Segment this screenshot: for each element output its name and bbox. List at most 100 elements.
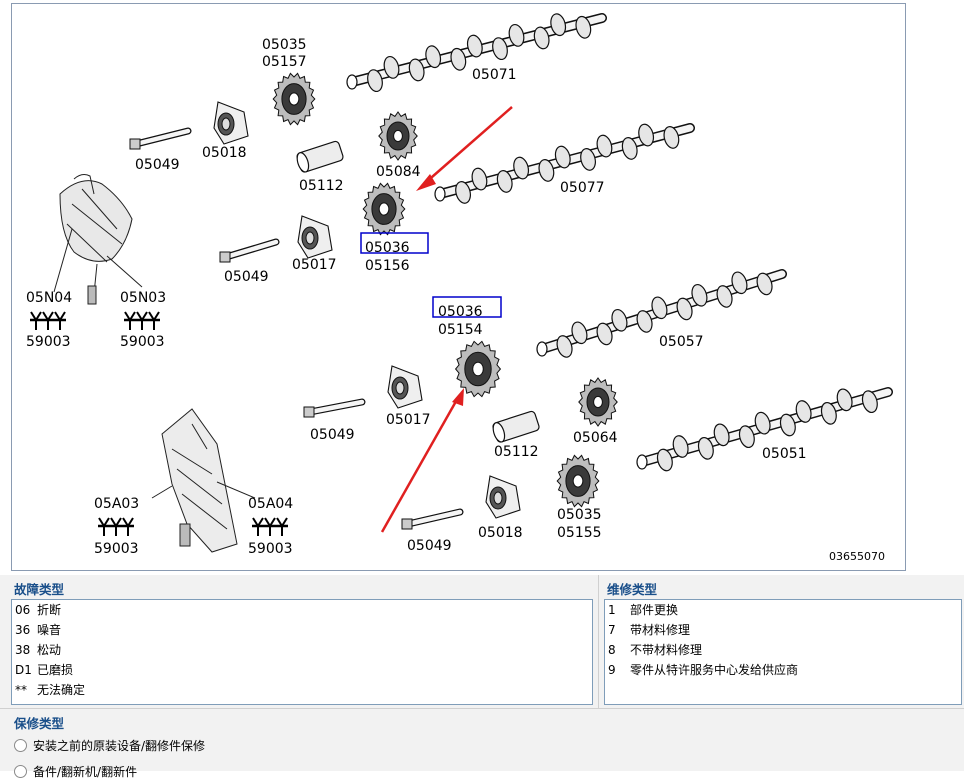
callout-05084: 05084 — [376, 164, 421, 180]
fault-type-item[interactable]: D1 已磨损 — [12, 660, 592, 680]
bolt-05049-top-a — [129, 127, 192, 150]
callout-05017-bottom: 05017 — [386, 412, 431, 428]
warranty-type-section: 保修类型 安装之前的原装设备/翻修件保修 备件/翻新机/翻新件 — [0, 708, 964, 779]
callout-05036-bottom: 05036 — [438, 304, 483, 320]
callout-05049-bottom-b: 05049 — [407, 538, 452, 554]
red-arrow-top — [416, 106, 513, 191]
callout-05157: 05157 — [262, 54, 307, 70]
callout-05071: 05071 — [472, 67, 517, 83]
callout-05077: 05077 — [560, 180, 605, 196]
fault-type-item-label: 噪音 — [37, 623, 62, 637]
vvt-adjuster-05035-top — [272, 72, 316, 126]
callout-05N03: 05N03 — [120, 290, 166, 306]
red-arrow-bottom — [380, 388, 464, 533]
callout-05035-bottom: 05035 — [557, 507, 602, 523]
callout-59003-d: 59003 — [248, 541, 293, 557]
bushing-05112-top — [296, 140, 344, 173]
highlight-box-bottom — [432, 296, 502, 318]
vvt-adjuster-05036-top — [362, 182, 406, 236]
fault-type-item[interactable]: 36 噪音 — [12, 620, 592, 640]
repair-type-item-code: 8 — [608, 643, 616, 657]
callout-05051: 05051 — [762, 446, 807, 462]
callout-05049-bottom-a: 05049 — [310, 427, 355, 443]
callout-05156: 05156 — [365, 258, 410, 274]
radio-button[interactable] — [14, 765, 27, 778]
camshaft-05057 — [536, 269, 787, 358]
callout-05035-top: 05035 — [262, 37, 307, 53]
callout-05049-top-b: 05049 — [224, 269, 269, 285]
repair-type-item-label: 部件更换 — [630, 603, 679, 617]
fault-type-item[interactable]: 38 松动 — [12, 640, 592, 660]
vvt-adjuster-05035-bottom — [556, 454, 600, 508]
fault-type-item-label: 无法确定 — [37, 683, 86, 697]
fault-type-item-code: ** — [15, 683, 27, 697]
bolt-05049-bottom-a — [303, 398, 366, 418]
bushing-05112-bottom — [492, 410, 540, 443]
radio-button[interactable] — [14, 739, 27, 752]
callout-05057: 05057 — [659, 334, 704, 350]
connector-symbol-05N03 — [124, 311, 160, 330]
repair-type-item-code: 7 — [608, 623, 616, 637]
repair-type-list[interactable]: 1 部件更换 7 带材料修理 8 不带材料修理 9 零件从特许服务中心发给供应商 — [604, 599, 962, 705]
callout-05112-bottom: 05112 — [494, 444, 539, 460]
fault-type-list[interactable]: 06 折断 36 噪音 38 松动 D1 已磨损 ** 无法确定 — [11, 599, 593, 705]
repair-type-item[interactable]: 9 零件从特许服务中心发给供应商 — [605, 660, 961, 680]
drawing-number: 03655070 — [829, 550, 885, 563]
callout-59003-b: 59003 — [120, 334, 165, 350]
repair-type-item-label: 零件从特许服务中心发给供应商 — [630, 663, 799, 677]
fault-type-item-code: 36 — [15, 623, 31, 637]
callout-05018-bottom: 05018 — [478, 525, 523, 541]
fault-type-item-label: 折断 — [37, 603, 62, 617]
callout-05064: 05064 — [573, 430, 618, 446]
warranty-option-spare-label: 备件/翻新机/翻新件 — [33, 765, 138, 779]
repair-type-item-code: 9 — [608, 663, 616, 677]
fault-type-item-label: 松动 — [37, 643, 62, 657]
sprocket-05064 — [578, 377, 618, 427]
callout-05154: 05154 — [438, 322, 483, 338]
valve-harness-bottom — [151, 408, 256, 553]
warranty-option-spare[interactable]: 备件/翻新机/翻新件 — [14, 763, 137, 781]
callout-05049-top-a: 05049 — [135, 157, 180, 173]
bolt-05049-top-b — [219, 238, 280, 263]
camshaft-05077 — [434, 123, 695, 204]
control-valve-05017-top — [297, 215, 333, 259]
callout-05036-top: 05036 — [365, 240, 410, 256]
sprocket-05084 — [378, 111, 418, 161]
sensor-harness-top — [53, 174, 143, 305]
connector-symbol-05N04 — [30, 311, 66, 330]
warranty-type-title: 保修类型 — [14, 716, 65, 731]
camshaft-05051 — [636, 387, 893, 472]
repair-type-item-code: 1 — [608, 603, 616, 617]
repair-type-item[interactable]: 8 不带材料修理 — [605, 640, 961, 660]
control-valve-05018-bottom — [485, 475, 521, 519]
fault-type-panel: 故障类型 06 折断 36 噪音 38 松动 D1 已磨损 ** 无法确定 — [0, 575, 598, 708]
repair-type-item-label: 带材料修理 — [630, 623, 691, 637]
camshaft-05071 — [346, 13, 607, 93]
repair-type-item[interactable]: 7 带材料修理 — [605, 620, 961, 640]
connector-symbol-05A04 — [252, 517, 288, 536]
repair-type-panel: 维修类型 1 部件更换 7 带材料修理 8 不带材料修理 9 零件从特许服务中心发给供应商 — [598, 575, 964, 708]
repair-type-title: 维修类型 — [607, 582, 658, 597]
warranty-option-original[interactable]: 安装之前的原装设备/翻修件保修 — [14, 737, 205, 755]
callout-05A04: 05A04 — [248, 496, 293, 512]
highlight-box-top — [360, 232, 429, 254]
fault-type-item[interactable]: 06 折断 — [12, 600, 592, 620]
callout-05155: 05155 — [557, 525, 602, 541]
repair-type-item[interactable]: 1 部件更换 — [605, 600, 961, 620]
callout-05018-top: 05018 — [202, 145, 247, 161]
vvt-adjuster-05036-bottom — [454, 340, 502, 398]
fault-type-item-label: 已磨损 — [37, 663, 74, 677]
repair-type-item-label: 不带材料修理 — [630, 643, 703, 657]
fault-type-item-code: 06 — [15, 603, 31, 617]
fault-type-item-code: 38 — [15, 643, 31, 657]
parts-diagram: 05035 05157 05071 05049 05018 05112 0508… — [11, 3, 906, 571]
callout-59003-c: 59003 — [94, 541, 139, 557]
connector-symbol-05A03 — [98, 517, 134, 536]
callout-05A03: 05A03 — [94, 496, 139, 512]
control-valve-05018-top — [213, 101, 249, 145]
fault-type-item[interactable]: ** 无法确定 — [12, 680, 592, 700]
fault-type-item-code: D1 — [15, 663, 32, 677]
fault-type-title: 故障类型 — [14, 582, 65, 597]
control-valve-05017-bottom — [387, 365, 423, 409]
callout-59003-a: 59003 — [26, 334, 71, 350]
